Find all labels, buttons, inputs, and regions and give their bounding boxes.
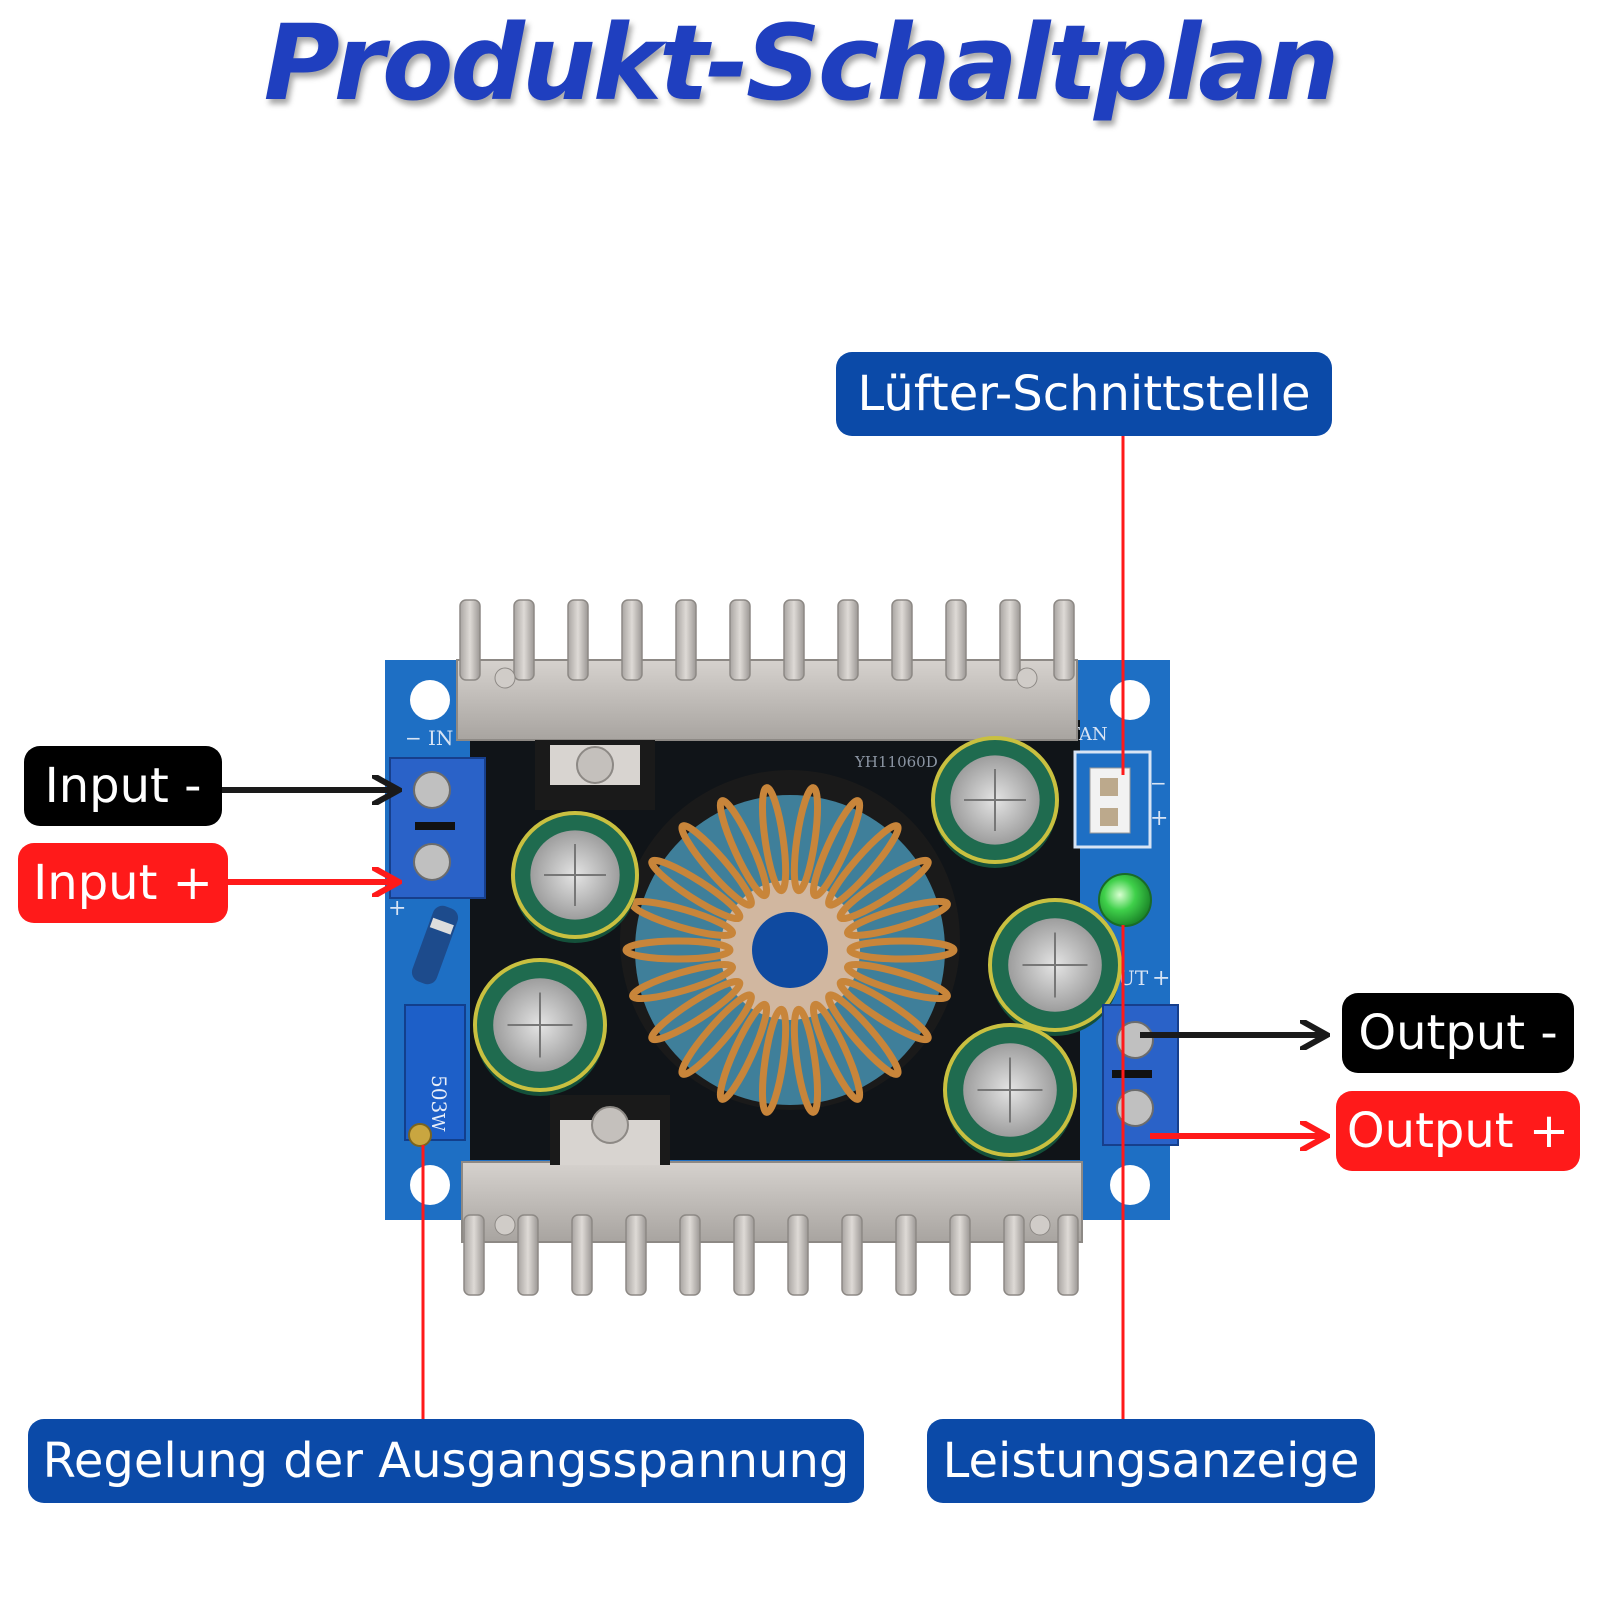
- bottom-heatsink: [461, 1161, 1083, 1296]
- voltage-regulation-label: Regelung der Ausgangsspannung: [28, 1419, 864, 1503]
- coil-winding: [629, 961, 736, 1003]
- in-marking: IN: [428, 726, 453, 750]
- coil-winding: [678, 822, 755, 909]
- heatsink-fin: [891, 599, 913, 681]
- mosfet-bottom: [550, 1095, 670, 1165]
- power-indicator-label: Leistungsanzeige: [927, 1419, 1375, 1503]
- coil-winding: [790, 784, 822, 895]
- electrolytic-capacitor: [943, 1023, 1077, 1161]
- heatsink-fin: [679, 1214, 701, 1296]
- coil-winding: [648, 856, 744, 923]
- svg-text:−: −: [405, 726, 422, 750]
- svg-text:+: +: [1152, 966, 1170, 991]
- heatsink-fin: [787, 1214, 809, 1296]
- input-terminal-block: [389, 757, 486, 899]
- heatsink-fin: [459, 599, 481, 681]
- heatsink-fin: [513, 599, 535, 681]
- electrolytic-capacitor: [988, 898, 1122, 1036]
- page-title: Produkt-Schaltplan: [263, 2, 1340, 124]
- heatsink-fin: [837, 599, 859, 681]
- svg-text:−: −: [1150, 771, 1167, 795]
- heatsink-fin: [625, 1214, 647, 1296]
- coil-winding: [758, 784, 790, 895]
- heatsink-fin: [567, 599, 589, 681]
- coil-winding: [678, 991, 755, 1078]
- electrolytic-capacitor: [931, 736, 1059, 868]
- coil-winding: [836, 856, 932, 923]
- output-minus-label: Output -: [1342, 993, 1574, 1073]
- output-terminal-block: [1102, 1004, 1179, 1146]
- heatsink-fin: [1003, 1214, 1025, 1296]
- input-minus-label: Input -: [24, 746, 222, 826]
- potentiometer: 503 W: [404, 1004, 466, 1147]
- heatsink-fin: [1057, 1214, 1079, 1296]
- mount-hole: [410, 1165, 450, 1205]
- fan-connector: [1073, 750, 1152, 849]
- coil-winding: [844, 897, 951, 939]
- coil-winding: [648, 977, 744, 1044]
- top-heatsink: [456, 599, 1078, 741]
- coil-winding: [825, 822, 902, 909]
- fan-interface-label: Lüfter-Schnittstelle: [836, 352, 1332, 436]
- heatsink-fin: [463, 1214, 485, 1296]
- model-marking: YH11060D: [854, 753, 938, 771]
- heatsink-fin: [621, 599, 643, 681]
- coil-winding: [622, 937, 734, 963]
- coil-winding: [758, 1005, 790, 1116]
- heatsink-fin: [571, 1214, 593, 1296]
- output-plus-label: Output +: [1336, 1091, 1580, 1171]
- pot-marking-w: W: [427, 1113, 448, 1132]
- electrolytic-capacitor: [511, 811, 639, 943]
- mount-hole: [1110, 1165, 1150, 1205]
- capacitors: [473, 736, 1122, 1161]
- input-plus-label: Input +: [18, 843, 228, 923]
- heatsink-fin: [733, 1214, 755, 1296]
- coil-winding: [844, 961, 951, 1003]
- leader-lines: [222, 432, 1324, 1420]
- mount-hole: [1110, 680, 1150, 720]
- mosfet-top: [535, 740, 655, 810]
- coil-winding: [846, 937, 958, 963]
- toroidal-inductor: [620, 770, 960, 1116]
- coil-winding: [836, 977, 932, 1044]
- svg-text:+: +: [1150, 806, 1168, 831]
- coil-winding: [716, 1000, 771, 1103]
- pot-marking: 503: [427, 1075, 451, 1113]
- coil-winding: [790, 1005, 822, 1116]
- diode: [411, 905, 459, 985]
- heatsink-fin: [783, 599, 805, 681]
- heatsink-fin: [949, 1214, 971, 1296]
- electrolytic-capacitor: [473, 958, 607, 1096]
- coil-winding: [825, 991, 902, 1078]
- heatsink-fin: [675, 599, 697, 681]
- power-led: [1098, 873, 1152, 927]
- heatsink-fin: [1053, 599, 1075, 681]
- heatsink-fin: [841, 1214, 863, 1296]
- mount-hole: [410, 680, 450, 720]
- coil-winding: [809, 1000, 864, 1103]
- coil-winding: [809, 797, 864, 900]
- heatsink-fin: [945, 599, 967, 681]
- heatsink-fin: [895, 1214, 917, 1296]
- coil-winding: [716, 797, 771, 900]
- heatsink-fin: [517, 1214, 539, 1296]
- heatsink-fin: [729, 599, 751, 681]
- svg-text:+: +: [388, 896, 406, 921]
- heatsink-fin: [999, 599, 1021, 681]
